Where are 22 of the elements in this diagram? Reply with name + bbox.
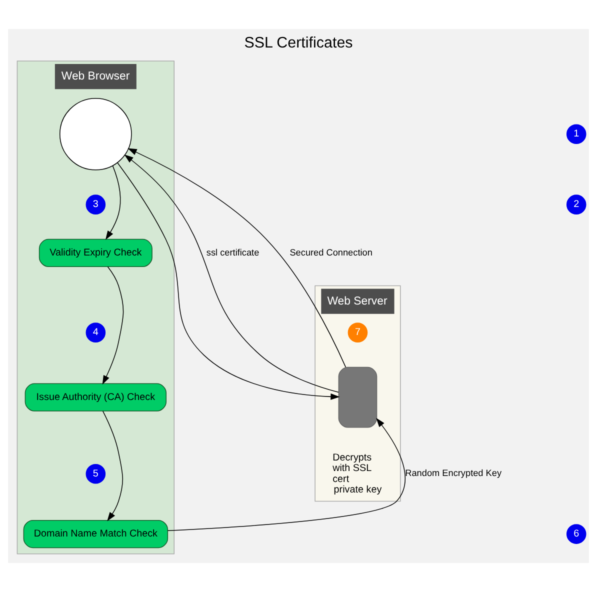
node-circle: 5 bbox=[86, 463, 106, 484]
node-box: Issue Authority (CA) Check bbox=[24, 382, 167, 411]
node-circle: 7 bbox=[348, 322, 368, 342]
edge-label: ssl certificate bbox=[206, 246, 260, 257]
edge-label: Random Encrypted Key bbox=[405, 468, 502, 478]
edge-label: Secured Connection bbox=[290, 246, 372, 257]
arrow bbox=[167, 417, 406, 530]
node-box bbox=[338, 366, 378, 428]
node-circle: 6 bbox=[566, 524, 586, 544]
node-box: Validity Expiry Check bbox=[38, 238, 152, 267]
node-box: Domain Name Match Check bbox=[23, 519, 168, 548]
arrow bbox=[128, 148, 346, 368]
node-circle: 1 bbox=[566, 124, 586, 144]
arrow bbox=[102, 266, 124, 384]
diagram-title: SSL Certificates bbox=[244, 34, 353, 51]
node-label: Decrypts with SSL cert private key bbox=[332, 452, 382, 495]
node-circle: 4 bbox=[86, 322, 106, 342]
node-circle: 2 bbox=[566, 194, 586, 214]
arrow bbox=[102, 410, 124, 521]
node-circle: 3 bbox=[86, 194, 106, 214]
arrow bbox=[105, 164, 121, 240]
node-circle bbox=[60, 97, 132, 170]
